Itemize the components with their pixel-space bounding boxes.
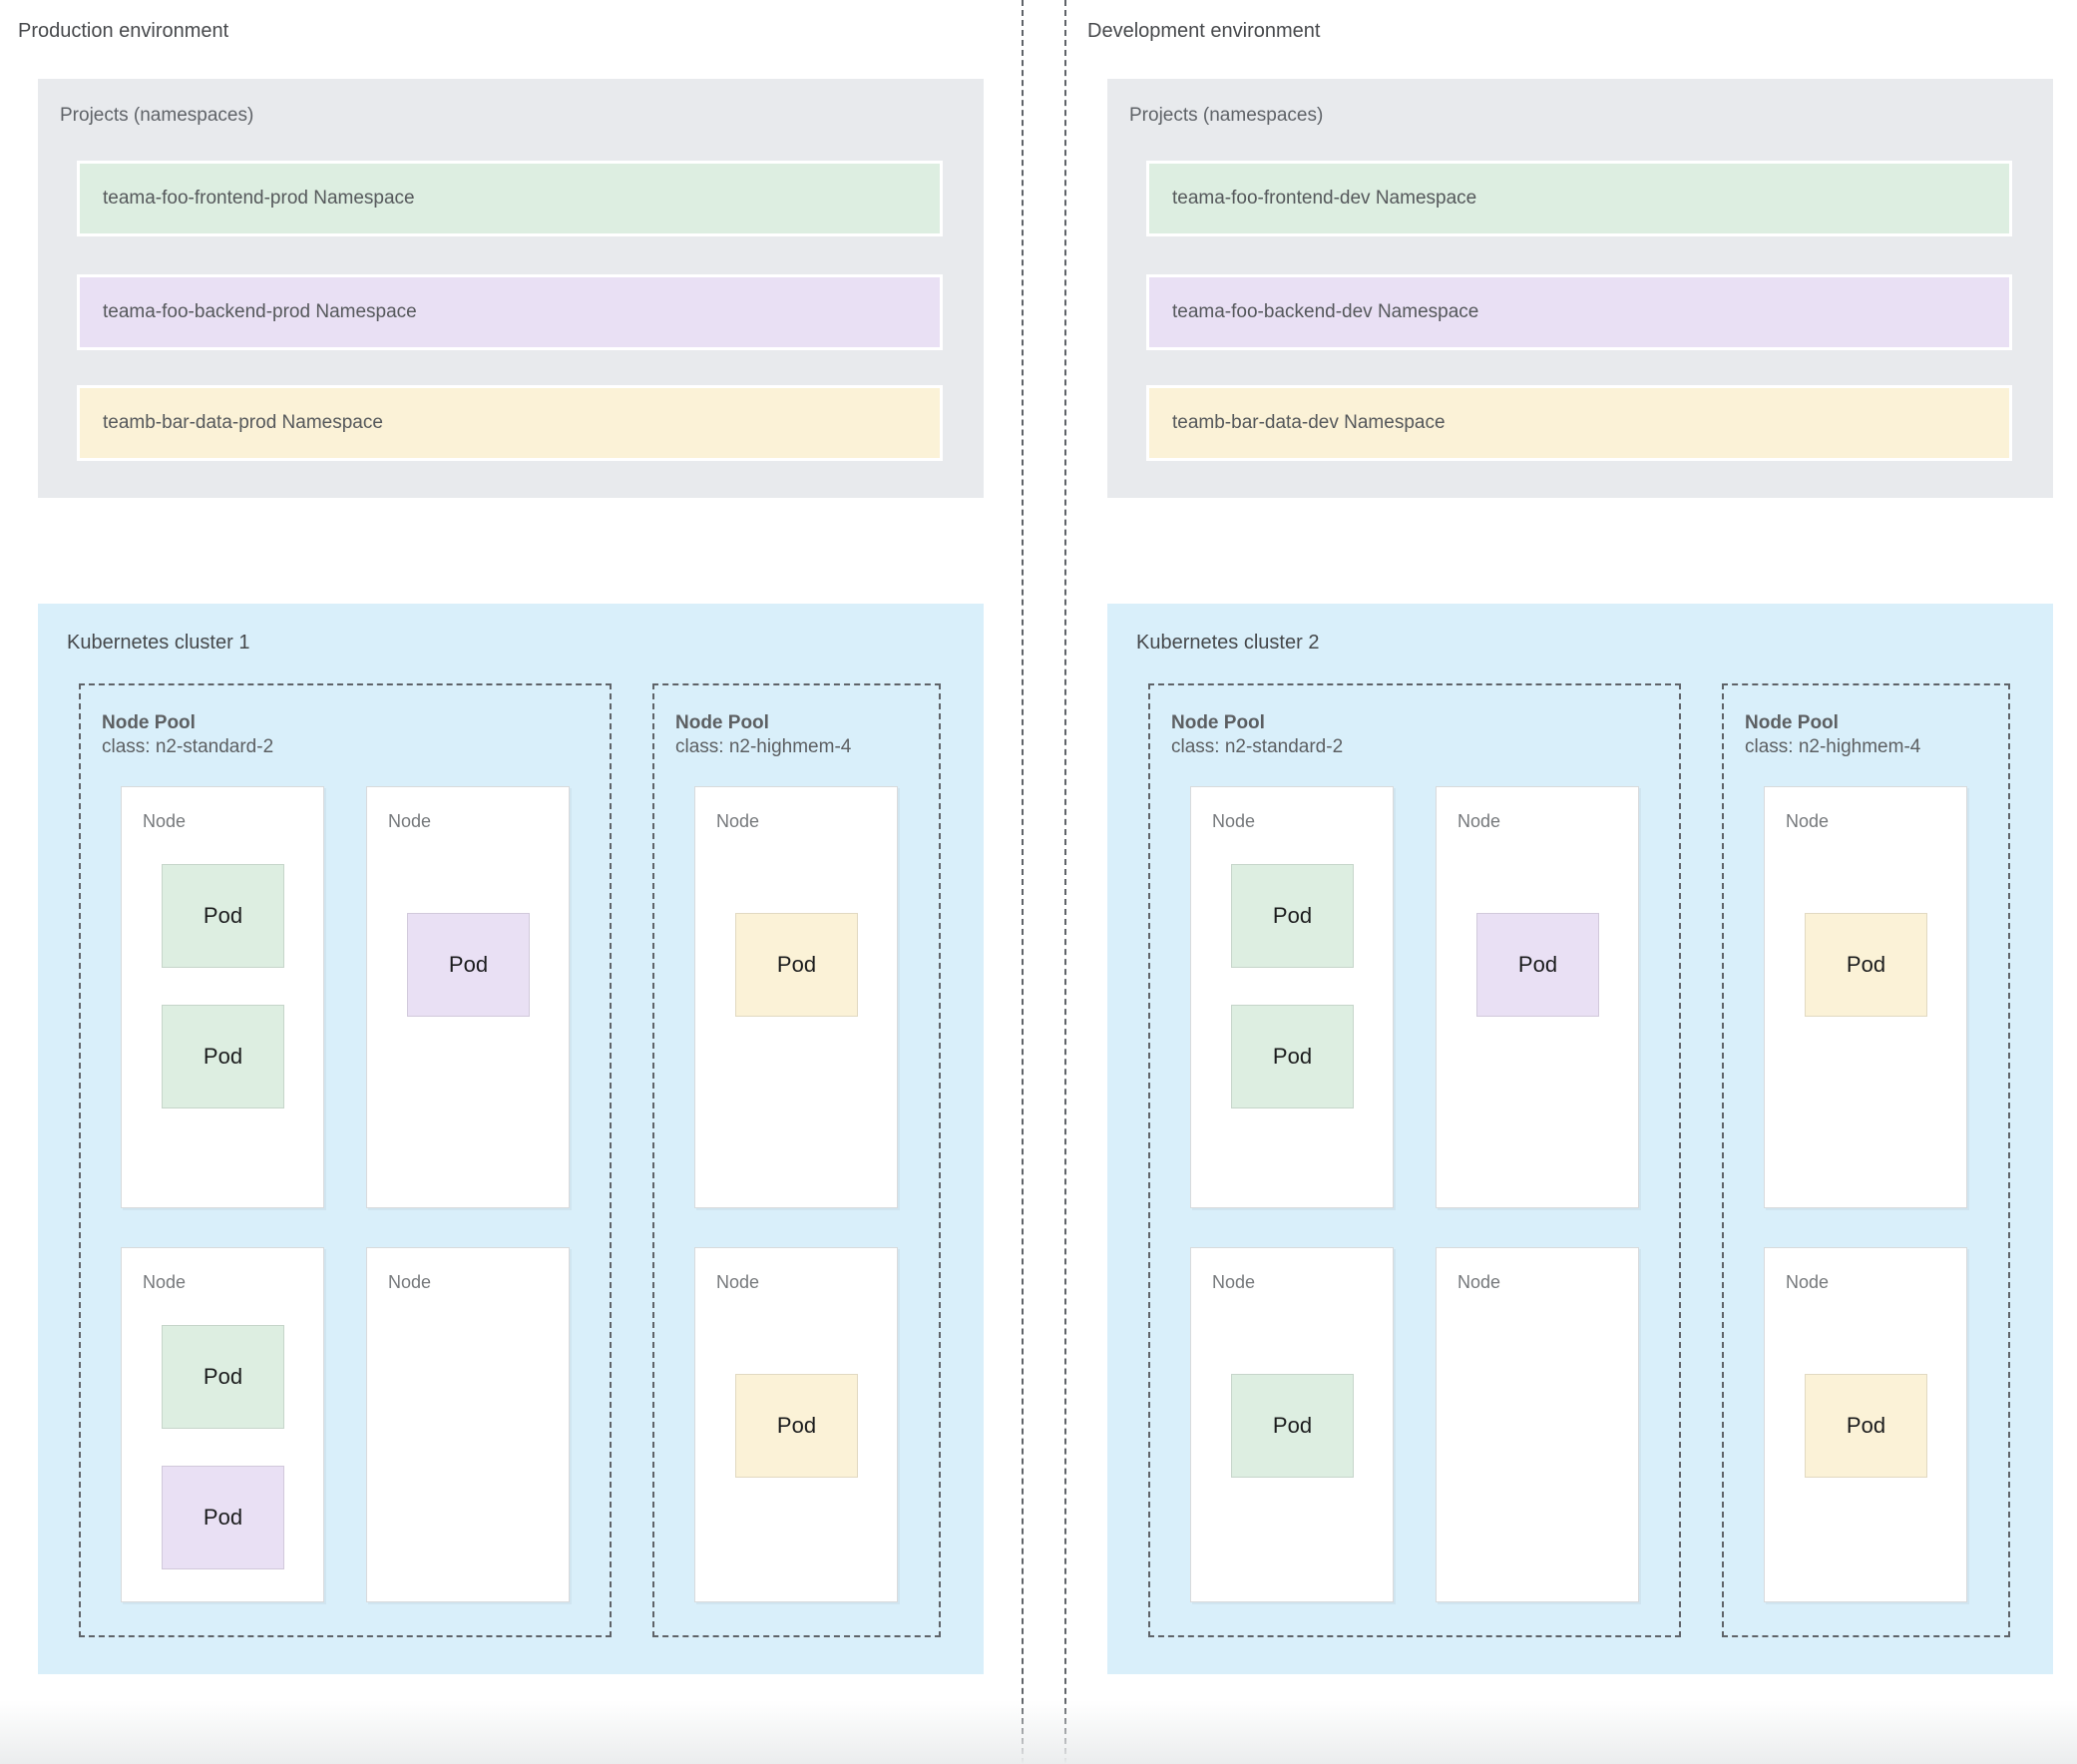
node-box: Node Pod Pod <box>121 1247 324 1602</box>
development-environment-panel: Development environment Projects (namesp… <box>1087 0 2053 1764</box>
node-label: Node <box>388 811 432 831</box>
projects-box-title: Projects (namespaces) <box>1129 105 1324 126</box>
node-label: Node <box>143 1272 187 1292</box>
node-pool-standard: Node Pool class: n2-standard-2 Node Pod … <box>1148 683 1681 1637</box>
projects-box-title: Projects (namespaces) <box>60 105 254 126</box>
node-box: Node Pod <box>366 786 570 1208</box>
node-box: Node Pod <box>1436 786 1639 1208</box>
kubernetes-cluster-box: Kubernetes cluster 1 Node Pool class: n2… <box>38 604 984 1674</box>
node-pool-title: Node Pool <box>102 712 196 733</box>
node-pool-highmem: Node Pool class: n2-highmem-4 Node Pod N… <box>1722 683 2010 1637</box>
namespace-bar: teamb-bar-data-prod Namespace <box>77 385 943 461</box>
node-box: Node Pod <box>1764 1247 1967 1602</box>
node-box: Node Pod <box>694 1247 898 1602</box>
node-pool-title: Node Pool <box>675 712 769 733</box>
node-label: Node <box>716 811 760 831</box>
node-box: Node <box>1436 1247 1639 1602</box>
pod-box: Pod <box>735 913 858 1017</box>
node-pool-title: Node Pool <box>1171 712 1265 733</box>
node-label: Node <box>1457 811 1501 831</box>
cluster-title: Kubernetes cluster 2 <box>1136 632 1320 654</box>
node-label: Node <box>1786 811 1830 831</box>
node-box: Node Pod <box>694 786 898 1208</box>
namespace-bar: teama-foo-frontend-prod Namespace <box>77 161 943 236</box>
namespace-bar: teama-foo-frontend-dev Namespace <box>1146 161 2012 236</box>
node-pool-class: class: n2-highmem-4 <box>1745 736 1921 757</box>
pod-box: Pod <box>735 1374 858 1478</box>
pod-box: Pod <box>162 1466 284 1569</box>
pod-box: Pod <box>1805 1374 1927 1478</box>
bottom-fade-strip <box>0 1700 2077 1764</box>
node-label: Node <box>1212 811 1256 831</box>
pod-box: Pod <box>1231 1005 1354 1108</box>
projects-namespaces-box: Projects (namespaces) teama-foo-frontend… <box>1107 79 2053 498</box>
pod-box: Pod <box>162 864 284 968</box>
namespace-bar: teama-foo-backend-prod Namespace <box>77 274 943 350</box>
pod-box: Pod <box>1476 913 1599 1017</box>
cluster-title: Kubernetes cluster 1 <box>67 632 250 654</box>
node-box: Node Pod <box>1190 1247 1394 1602</box>
environment-title: Development environment <box>1087 20 1321 42</box>
node-box: Node Pod Pod <box>121 786 324 1208</box>
node-label: Node <box>1212 1272 1256 1292</box>
node-pool-class: class: n2-highmem-4 <box>675 736 852 757</box>
node-box: Node <box>366 1247 570 1602</box>
pod-box: Pod <box>1231 864 1354 968</box>
environment-divider-line <box>1064 0 1066 1764</box>
pod-box: Pod <box>1805 913 1927 1017</box>
node-label: Node <box>1457 1272 1501 1292</box>
environment-divider-line <box>1022 0 1024 1764</box>
namespace-bar: teamb-bar-data-dev Namespace <box>1146 385 2012 461</box>
kubernetes-cluster-box: Kubernetes cluster 2 Node Pool class: n2… <box>1107 604 2053 1674</box>
node-pool-highmem: Node Pool class: n2-highmem-4 Node Pod N… <box>652 683 941 1637</box>
node-box: Node Pod <box>1764 786 1967 1208</box>
pod-box: Pod <box>162 1005 284 1108</box>
node-label: Node <box>388 1272 432 1292</box>
node-label: Node <box>1786 1272 1830 1292</box>
production-environment-panel: Production environment Projects (namespa… <box>18 0 984 1764</box>
pod-box: Pod <box>162 1325 284 1429</box>
projects-namespaces-box: Projects (namespaces) teama-foo-frontend… <box>38 79 984 498</box>
node-pool-title: Node Pool <box>1745 712 1839 733</box>
environment-title: Production environment <box>18 20 229 42</box>
node-label: Node <box>143 811 187 831</box>
node-pool-class: class: n2-standard-2 <box>1171 736 1344 757</box>
node-box: Node Pod Pod <box>1190 786 1394 1208</box>
pod-box: Pod <box>1231 1374 1354 1478</box>
node-label: Node <box>716 1272 760 1292</box>
namespace-bar: teama-foo-backend-dev Namespace <box>1146 274 2012 350</box>
node-pool-standard: Node Pool class: n2-standard-2 Node Pod … <box>79 683 612 1637</box>
node-pool-class: class: n2-standard-2 <box>102 736 274 757</box>
pod-box: Pod <box>407 913 530 1017</box>
